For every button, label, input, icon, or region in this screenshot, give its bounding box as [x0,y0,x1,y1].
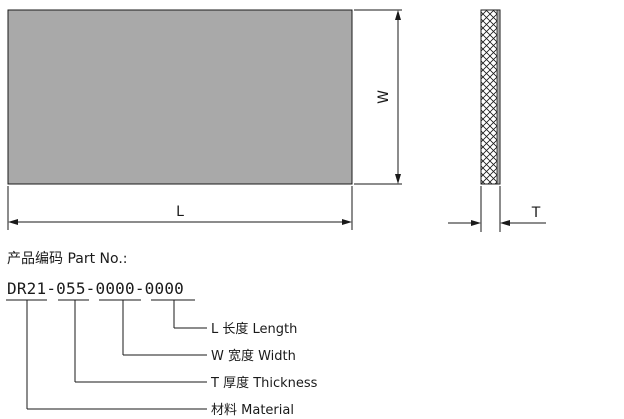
segment-label-length: L 长度 Length [211,321,297,337]
part-number-code: DR21-055-0000-0000 [7,279,184,298]
length-dimension: L [7,186,353,230]
width-label: W [376,90,392,104]
plate-front-view [7,9,353,185]
width-dimension: W [354,9,402,185]
segment-label-thickness: T 厚度 Thickness [210,375,318,391]
part-number-title: 产品编码 Part No.: [7,251,128,267]
leader-lines [26,300,207,410]
segment-label-width: W 宽度 Width [211,348,296,364]
length-label: L [176,204,184,220]
segment-label-material: 材料 Material [211,403,294,418]
thickness-label: T [531,205,541,221]
thickness-dimension: T [448,186,546,232]
plate-side-view [480,9,501,185]
